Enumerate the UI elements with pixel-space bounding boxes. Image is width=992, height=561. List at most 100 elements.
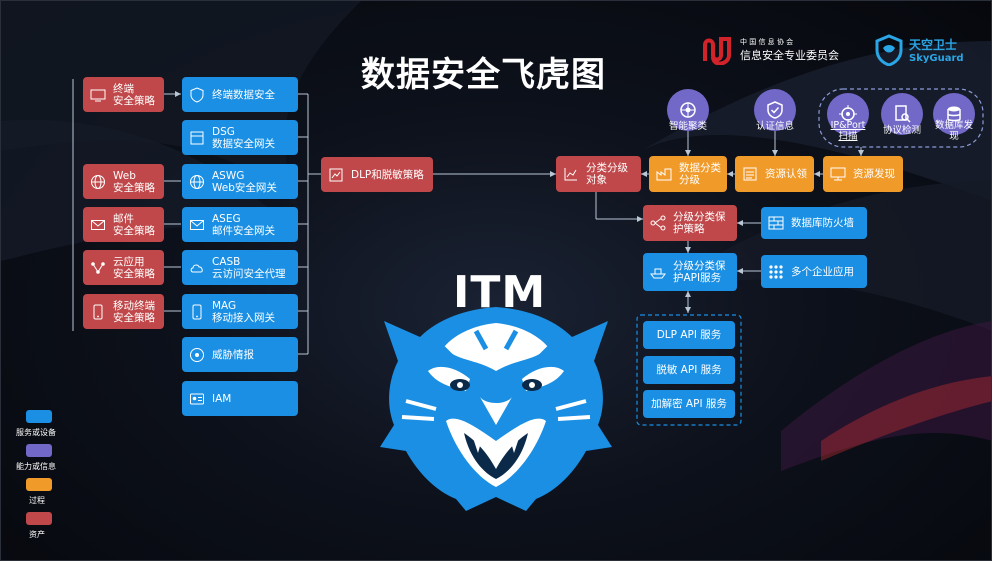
service-label-line1: CASB (212, 255, 241, 268)
firewall-icon (767, 214, 785, 232)
policy-label-line2: 安全策略 (113, 267, 155, 280)
cluster-icon (680, 102, 696, 118)
asset-discovery-process[interactable]: 资源发现 (823, 156, 903, 192)
service-iam[interactable]: IAM (182, 381, 298, 416)
gateway-icon (188, 129, 206, 147)
classified-object[interactable]: 分类分级对象 (556, 156, 641, 192)
page-title: 数据安全飞虎图 (361, 55, 606, 95)
mobile-icon (89, 303, 107, 321)
network-icon (649, 214, 667, 232)
service-label-line1: 终端数据安全 (212, 88, 275, 101)
service-label-line2: 移动接入网关 (212, 311, 275, 324)
service-label-line2: 邮件安全网关 (212, 224, 275, 237)
capability-protocol-detect[interactable] (881, 93, 923, 135)
terminal-icon (89, 86, 107, 104)
capability-ip-port-scan[interactable] (827, 93, 869, 135)
legend-swatch-asset (26, 512, 52, 525)
capability-label: 认证信息 (755, 121, 794, 132)
tiger-head-icon (380, 307, 612, 511)
enterprise-apps[interactable]: 多个企业应用 (761, 255, 867, 288)
list-icon (741, 165, 759, 183)
policy-label-line2: 安全策略 (113, 94, 155, 107)
policy-terminal[interactable]: 终端安全策略 (83, 77, 164, 112)
capability-label: 协议检测 (882, 125, 921, 136)
capability-database-discovery[interactable] (933, 93, 975, 135)
policy-label-line2: 安全策略 (113, 181, 155, 194)
mail-icon (89, 216, 107, 234)
service-label-line2: 数据安全网关 (212, 137, 275, 150)
enterprise-apps-label: 多个企业应用 (791, 265, 854, 278)
factory-icon (655, 165, 673, 183)
policy-cloud-app[interactable]: 云应用安全策略 (83, 250, 164, 285)
association-name-line1: 中 国 信 息 协 会 (740, 38, 794, 46)
service-label-line2: Web安全网关 (212, 181, 277, 194)
api-label: 加解密 API 服务 (651, 398, 727, 410)
service-label-line1: DSG (212, 125, 235, 138)
legend-swatch-capability (26, 444, 52, 457)
api-service-label: 分级分类保护API服务 (673, 260, 726, 284)
service-label-line1: IAM (212, 392, 232, 405)
ship-icon (649, 263, 667, 281)
api-masking[interactable]: 脱敏 API 服务 (643, 356, 735, 384)
shield-icon (188, 86, 206, 104)
capability-label: 智能聚类 (668, 121, 707, 132)
service-threat-intel[interactable]: 威胁情报 (182, 337, 298, 372)
service-label-line1: ASWG (212, 169, 245, 182)
api-label: 脱敏 API 服务 (656, 364, 722, 376)
service-endpoint-data-security[interactable]: 终端数据安全 (182, 77, 298, 112)
legend-swatch-process (26, 478, 52, 491)
policy-label-line2: 安全策略 (113, 311, 155, 324)
capability-label: IP&Port扫描 (830, 120, 866, 142)
database-firewall[interactable]: 数据库防火墙 (761, 207, 867, 239)
shield-check-icon (767, 101, 783, 119)
service-label-line1: MAG (212, 299, 237, 312)
classified-object-label: 分类分级对象 (586, 162, 628, 186)
service-label-line2: 云访问安全代理 (212, 267, 286, 280)
policy-label-line2: 安全策略 (113, 224, 155, 237)
dlp-masking-policy[interactable]: DLP和脱敏策略 (321, 157, 433, 192)
mobile-icon (188, 303, 206, 321)
legend-label: 过程 (29, 496, 45, 505)
policy-mail[interactable]: 邮件安全策略 (83, 207, 164, 242)
policy-label-line1: Web (113, 169, 136, 182)
legend-label: 服务或设备 (16, 428, 56, 437)
capability-smart-clustering[interactable] (667, 89, 709, 131)
api-encryption[interactable]: 加解密 API 服务 (643, 390, 735, 418)
policy-mobile[interactable]: 移动终端安全策略 (83, 294, 164, 329)
legend-label: 资产 (29, 530, 45, 539)
skyguard-name-en: SkyGuard (909, 53, 964, 64)
policy-label-line1: 终端 (113, 82, 134, 95)
asset-claim-process[interactable]: 资源认领 (735, 156, 814, 192)
dlp-policy-label: DLP和脱敏策略 (351, 168, 424, 181)
api-label: DLP API 服务 (656, 329, 722, 341)
monitor-icon (829, 165, 847, 183)
data-classification-process[interactable]: 数据分类分级 (649, 156, 727, 192)
legend-label: 能力或信息 (16, 462, 56, 471)
api-dlp[interactable]: DLP API 服务 (643, 321, 735, 349)
chart-doc-icon (327, 166, 345, 184)
classification-protection-policy[interactable]: 分级分类保护策略 (643, 205, 737, 241)
classification-label: 数据分类分级 (679, 162, 721, 186)
service-label-line1: ASEG (212, 212, 241, 225)
capability-auth-info[interactable] (754, 89, 796, 131)
skyguard-logo-icon (875, 34, 903, 66)
policy-label-line1: 邮件 (113, 212, 134, 225)
db-firewall-label: 数据库防火墙 (791, 217, 854, 229)
cloud-icon (188, 259, 206, 277)
asset-discovery-label: 资源发现 (853, 168, 895, 180)
scan-icon (839, 105, 857, 123)
globe-icon (188, 173, 206, 191)
association-logo-icon (703, 37, 731, 65)
classification-api-service[interactable]: 分级分类保护API服务 (643, 253, 737, 291)
protocol-icon (895, 105, 911, 123)
database-icon (947, 106, 961, 122)
